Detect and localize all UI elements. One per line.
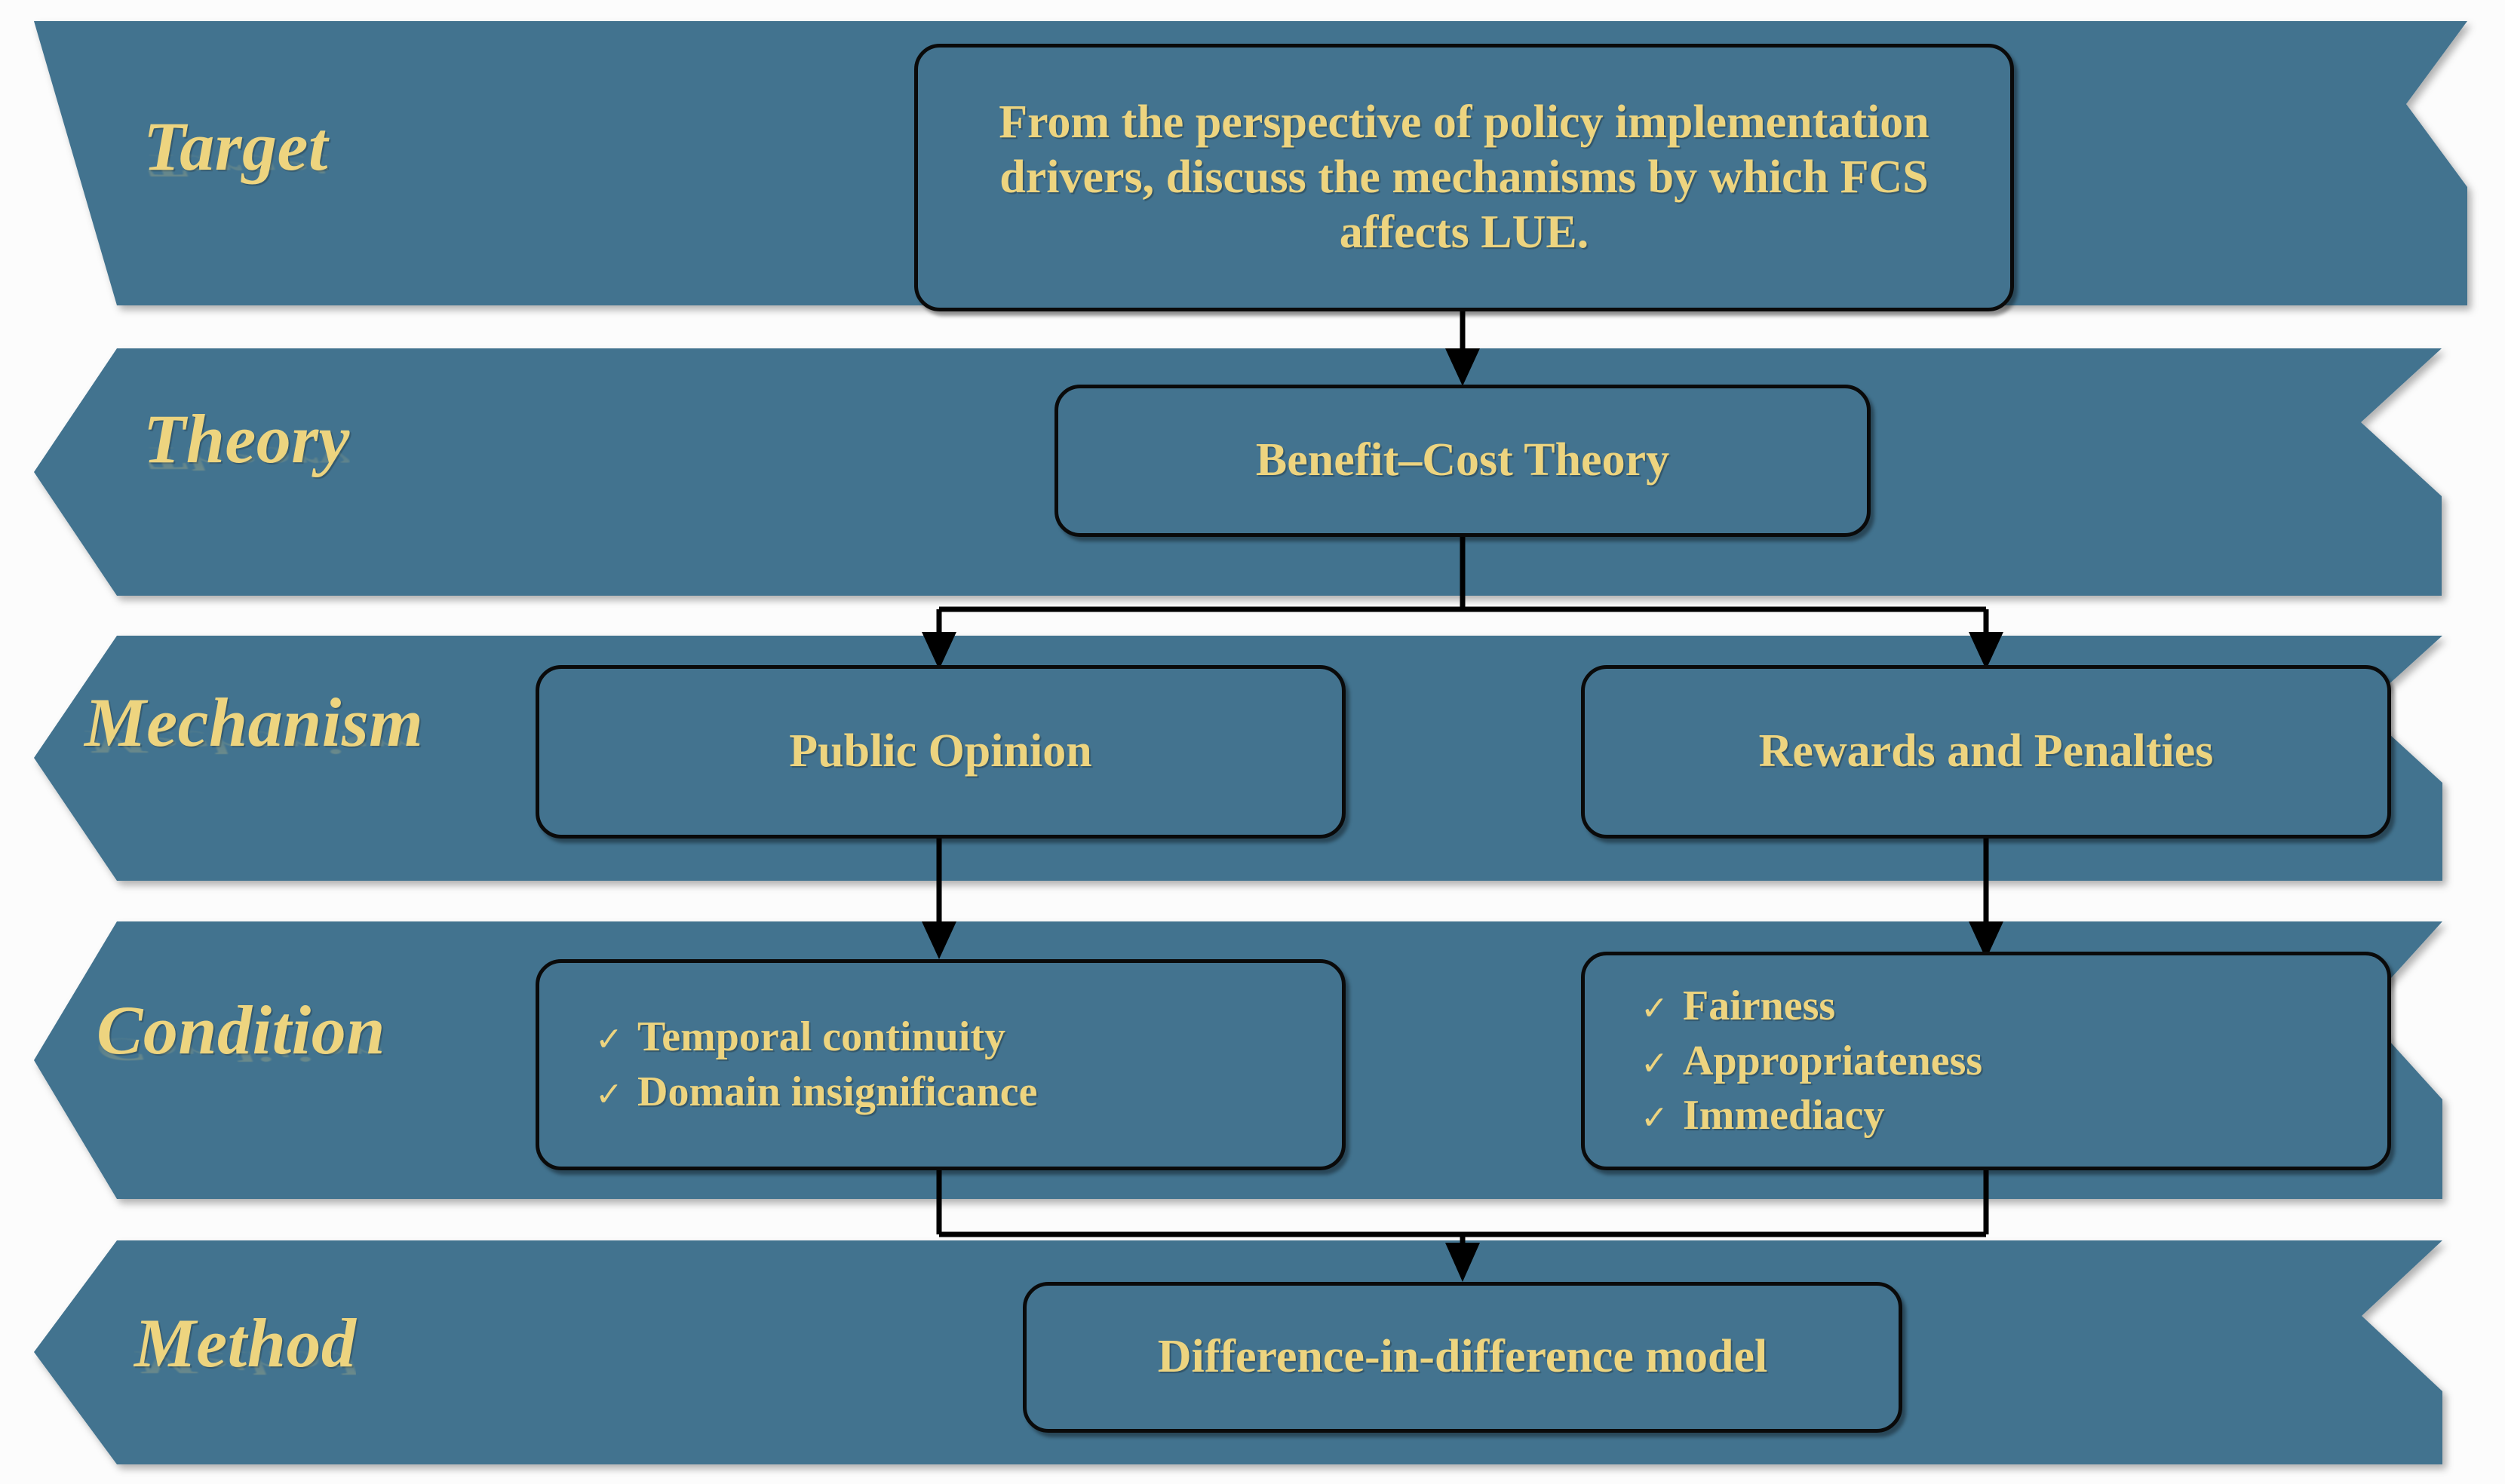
row-label-condition: Condition Condition xyxy=(97,995,385,1136)
row-label-theory: Theory Theory xyxy=(143,404,350,544)
list-item: ✓ Fairness xyxy=(1641,979,1982,1034)
row-label-mechanism: Mechanism Mechanism xyxy=(84,688,423,828)
method-box-label: Difference-in-difference model xyxy=(1157,1331,1768,1383)
row-label-target-text: Target xyxy=(143,108,328,185)
condition-right-item-0: Fairness xyxy=(1683,982,1836,1029)
method-box[interactable]: Difference-in-difference model xyxy=(1023,1282,1902,1433)
condition-right-list: ✓ Fairness ✓ Appropriateness ✓ Immediacy xyxy=(1585,979,1982,1143)
mechanism-left-box-label: Public Opinion xyxy=(789,725,1092,777)
list-item: ✓ Appropriateness xyxy=(1641,1034,1982,1089)
mechanism-right-box[interactable]: Rewards and Penalties xyxy=(1581,665,2391,839)
condition-right-item-1: Appropriateness xyxy=(1683,1037,1983,1084)
check-icon: ✓ xyxy=(1641,989,1668,1027)
condition-left-list: ✓ Temporal continuity ✓ Domain insignifi… xyxy=(539,1010,1037,1120)
target-box[interactable]: From the perspective of policy implement… xyxy=(914,44,2014,311)
condition-right-item-2: Immediacy xyxy=(1683,1092,1885,1139)
check-icon: ✓ xyxy=(595,1021,623,1059)
list-item: ✓ Temporal continuity xyxy=(595,1010,1037,1065)
row-label-theory-text: Theory xyxy=(143,400,350,477)
row-label-method: Method Method xyxy=(134,1308,356,1449)
condition-left-item-1: Domain insignificance xyxy=(637,1069,1038,1115)
mechanism-left-box[interactable]: Public Opinion xyxy=(536,665,1346,839)
condition-left-item-0: Temporal continuity xyxy=(637,1013,1005,1061)
check-icon: ✓ xyxy=(1641,1044,1668,1082)
row-label-target: Target Target xyxy=(143,112,328,252)
row-label-mechanism-text: Mechanism xyxy=(84,684,424,761)
check-icon: ✓ xyxy=(1641,1099,1668,1137)
list-item: ✓ Domain insignificance xyxy=(595,1065,1037,1120)
mechanism-right-box-label: Rewards and Penalties xyxy=(1758,725,2214,777)
condition-right-box[interactable]: ✓ Fairness ✓ Appropriateness ✓ Immediacy xyxy=(1581,952,2391,1170)
row-label-condition-text: Condition xyxy=(97,992,385,1069)
target-box-label: From the perspective of policy implement… xyxy=(999,96,1929,259)
theory-box-label: Benefit–Cost Theory xyxy=(1255,434,1670,486)
theory-box[interactable]: Benefit–Cost Theory xyxy=(1054,385,1871,537)
condition-left-box[interactable]: ✓ Temporal continuity ✓ Domain insignifi… xyxy=(536,959,1346,1170)
row-label-method-text: Method xyxy=(134,1305,357,1381)
list-item: ✓ Immediacy xyxy=(1641,1088,1982,1143)
check-icon: ✓ xyxy=(595,1076,623,1113)
